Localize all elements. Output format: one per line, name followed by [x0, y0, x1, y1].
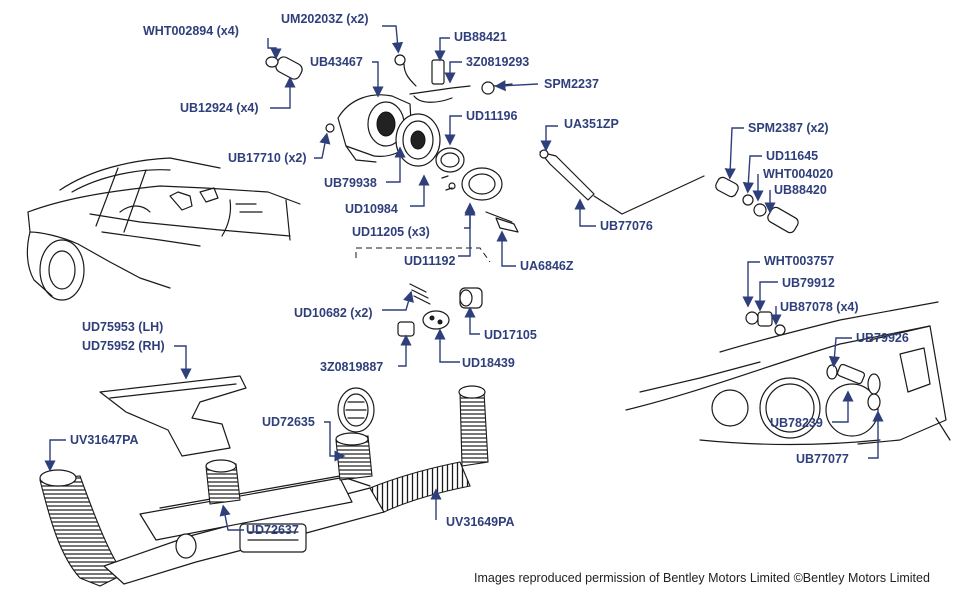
part-label-ud72635: UD72635: [262, 415, 315, 429]
part-label-ud10682: UD10682 (x2): [294, 306, 373, 320]
part-label-ub88421: UB88421: [454, 30, 507, 44]
control-valve-assembly: [265, 54, 519, 233]
part-label-wht002894: WHT002894 (x4): [143, 24, 239, 38]
heater-ducting: [39, 375, 489, 587]
part-label-ub77077: UB77077: [796, 452, 849, 466]
vent-cluster: [745, 311, 881, 411]
car-interior-sketch: [26, 157, 301, 301]
part-label-uv31647pa: UV31647PA: [70, 433, 139, 447]
part-label-ua6846z: UA6846Z: [520, 259, 574, 273]
part-label-um20203z: UM20203Z (x2): [281, 12, 369, 26]
part-label-ub79926: UB79926: [856, 331, 909, 345]
part-label-ud17105: UD17105: [484, 328, 537, 342]
part-label-ud72637: UD72637: [246, 523, 299, 537]
part-label-spm2237: SPM2237: [544, 77, 599, 91]
part-label-ud11196: UD11196: [466, 109, 518, 123]
part-label-ub17710: UB17710 (x2): [228, 151, 307, 165]
part-label-ub12924: UB12924 (x4): [180, 101, 259, 115]
part-label-spm2387: SPM2387 (x2): [748, 121, 829, 135]
part-label-wht004020: WHT004020: [763, 167, 834, 181]
part-label-3z0819887: 3Z0819887: [320, 360, 384, 374]
part-label-wht003757: WHT003757: [764, 254, 835, 268]
small-parts: [397, 283, 483, 337]
part-label-ub87078: UB87078 (x4): [780, 300, 859, 314]
leader-lines: [44, 25, 884, 531]
part-label-ub43467: UB43467: [310, 55, 363, 69]
control-cable: [539, 149, 799, 234]
part-label-ud11205: UD11205 (x3): [352, 225, 430, 239]
part-label-uv31649pa: UV31649PA: [446, 515, 515, 529]
part-label-ud11192: UD11192: [404, 254, 456, 268]
part-label-ud75952: UD75952 (RH): [82, 339, 165, 353]
grouping-bracket: [355, 247, 491, 263]
part-label-ua351zp: UA351ZP: [564, 117, 619, 131]
part-label-ud18439: UD18439: [462, 356, 515, 370]
part-label-ud11645: UD11645: [766, 149, 819, 163]
part-label-ub78239: UB78239: [770, 416, 823, 430]
part-label-ub79912: UB79912: [782, 276, 835, 290]
part-label-ub79938: UB79938: [324, 176, 377, 190]
part-label-ud75953: UD75953 (LH): [82, 320, 164, 334]
part-label-3z0819293: 3Z0819293: [466, 55, 530, 69]
part-label-ub77076: UB77076: [600, 219, 653, 233]
dashboard-sketch: [625, 301, 951, 446]
part-label-ud10984: UD10984: [345, 202, 398, 216]
copyright-credit: Images reproduced permission of Bentley …: [474, 571, 930, 585]
part-label-ub88420: UB88420: [774, 183, 827, 197]
